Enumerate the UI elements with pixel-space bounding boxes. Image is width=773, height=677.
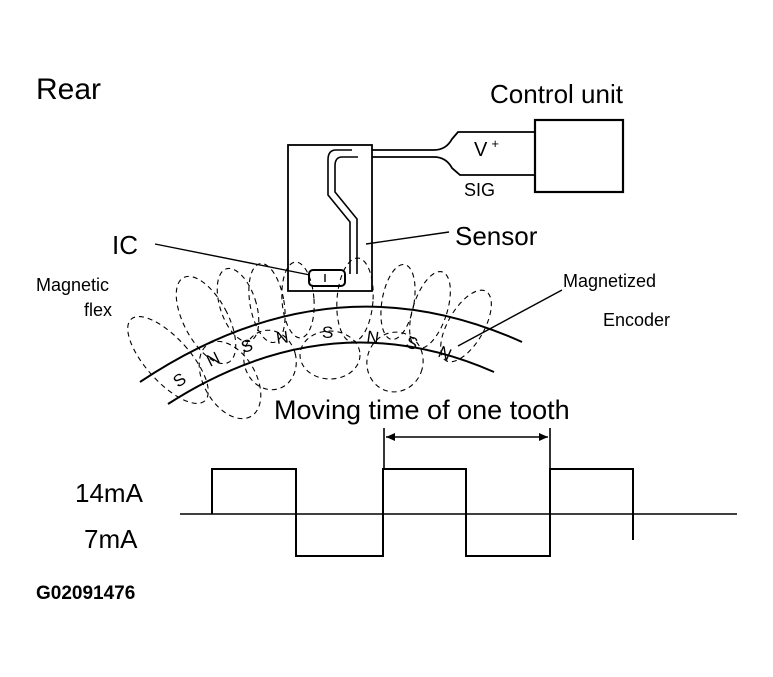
- encoder-pole: N: [203, 348, 222, 370]
- magnetized-label: Magnetized: [563, 271, 656, 291]
- flux-loop: [243, 329, 297, 391]
- sig-wire: [358, 156, 535, 176]
- encoder-leader-line: [457, 289, 563, 347]
- encoder-poles: S N S N S N S N: [170, 323, 455, 391]
- magnetic-flux-lines: [127, 257, 492, 420]
- encoder-pole: S: [239, 335, 255, 356]
- flux-loop: [281, 261, 315, 339]
- view-label: Rear: [36, 73, 101, 106]
- control-unit-label: Control unit: [490, 79, 624, 109]
- high-current-label: 14mA: [75, 478, 144, 508]
- flux-loop: [366, 331, 424, 393]
- encoder-pole: N: [275, 327, 290, 348]
- sig-label: SIG: [464, 180, 495, 200]
- flux-loop: [248, 262, 286, 344]
- encoder-outer-arc: [139, 305, 523, 383]
- vplus-label: V+: [474, 136, 499, 161]
- encoder-pole: N: [365, 327, 380, 348]
- encoder-pole: S: [322, 323, 333, 342]
- control-unit-box: [533, 118, 625, 194]
- encoder-pole: S: [404, 333, 420, 354]
- ic-leader-line: [154, 243, 311, 276]
- sensor-housing: [287, 144, 373, 292]
- ic-label: IC: [112, 230, 138, 260]
- internal-lead-inner: [334, 156, 358, 274]
- vplus-wire: [352, 131, 535, 151]
- flux-loop: [198, 340, 262, 420]
- encoder-label: Encoder: [603, 310, 670, 330]
- flux-loop: [127, 316, 209, 404]
- current-square-wave: [211, 468, 634, 557]
- figure-id: G02091476: [36, 583, 135, 604]
- ic-chip: [308, 269, 346, 287]
- sensor-leader-line: [365, 231, 450, 245]
- magnetic-flex-label-line2: flex: [84, 300, 112, 320]
- encoder-pole: N: [435, 342, 454, 364]
- sensor-label: Sensor: [455, 221, 538, 251]
- flux-loop: [380, 263, 416, 341]
- magnetic-flex-label-line1: Magnetic: [36, 275, 109, 295]
- internal-lead-outer: [327, 149, 352, 274]
- flux-loop: [299, 330, 361, 380]
- encoder-pole: S: [170, 369, 190, 391]
- low-current-label: 7mA: [84, 524, 138, 554]
- moving-time-label: Moving time of one tooth: [274, 395, 570, 425]
- flux-loop: [216, 267, 260, 343]
- flux-loop: [175, 275, 237, 365]
- encoder-inner-arc: [167, 341, 495, 405]
